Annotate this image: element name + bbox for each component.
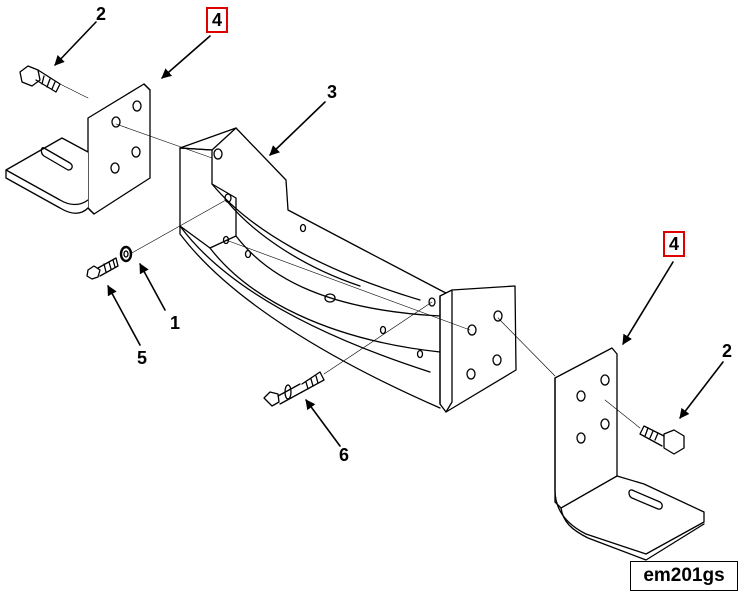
right-l-bracket xyxy=(554,347,705,561)
callout-1: 1 xyxy=(170,313,181,333)
callout-4-right: 4 xyxy=(663,231,686,257)
figure-id-label: em201gs xyxy=(630,561,738,591)
right-hex-bolt xyxy=(639,425,685,455)
callout-4-left: 4 xyxy=(206,7,229,33)
callout-5: 5 xyxy=(137,348,148,368)
left-l-bracket xyxy=(5,83,151,215)
callout-3: 3 xyxy=(327,82,338,102)
leader-arrows xyxy=(54,21,724,447)
long-bolt-item-6 xyxy=(263,371,325,407)
left-hex-bolt xyxy=(19,65,61,93)
callout-2-right: 2 xyxy=(722,341,733,361)
cap-screw-item-5 xyxy=(86,257,119,280)
lock-washer-item-1 xyxy=(119,245,133,263)
callout-2-left: 2 xyxy=(96,4,107,24)
callout-6: 6 xyxy=(339,445,350,465)
center-lines xyxy=(59,83,641,429)
center-support-channel xyxy=(179,127,517,413)
